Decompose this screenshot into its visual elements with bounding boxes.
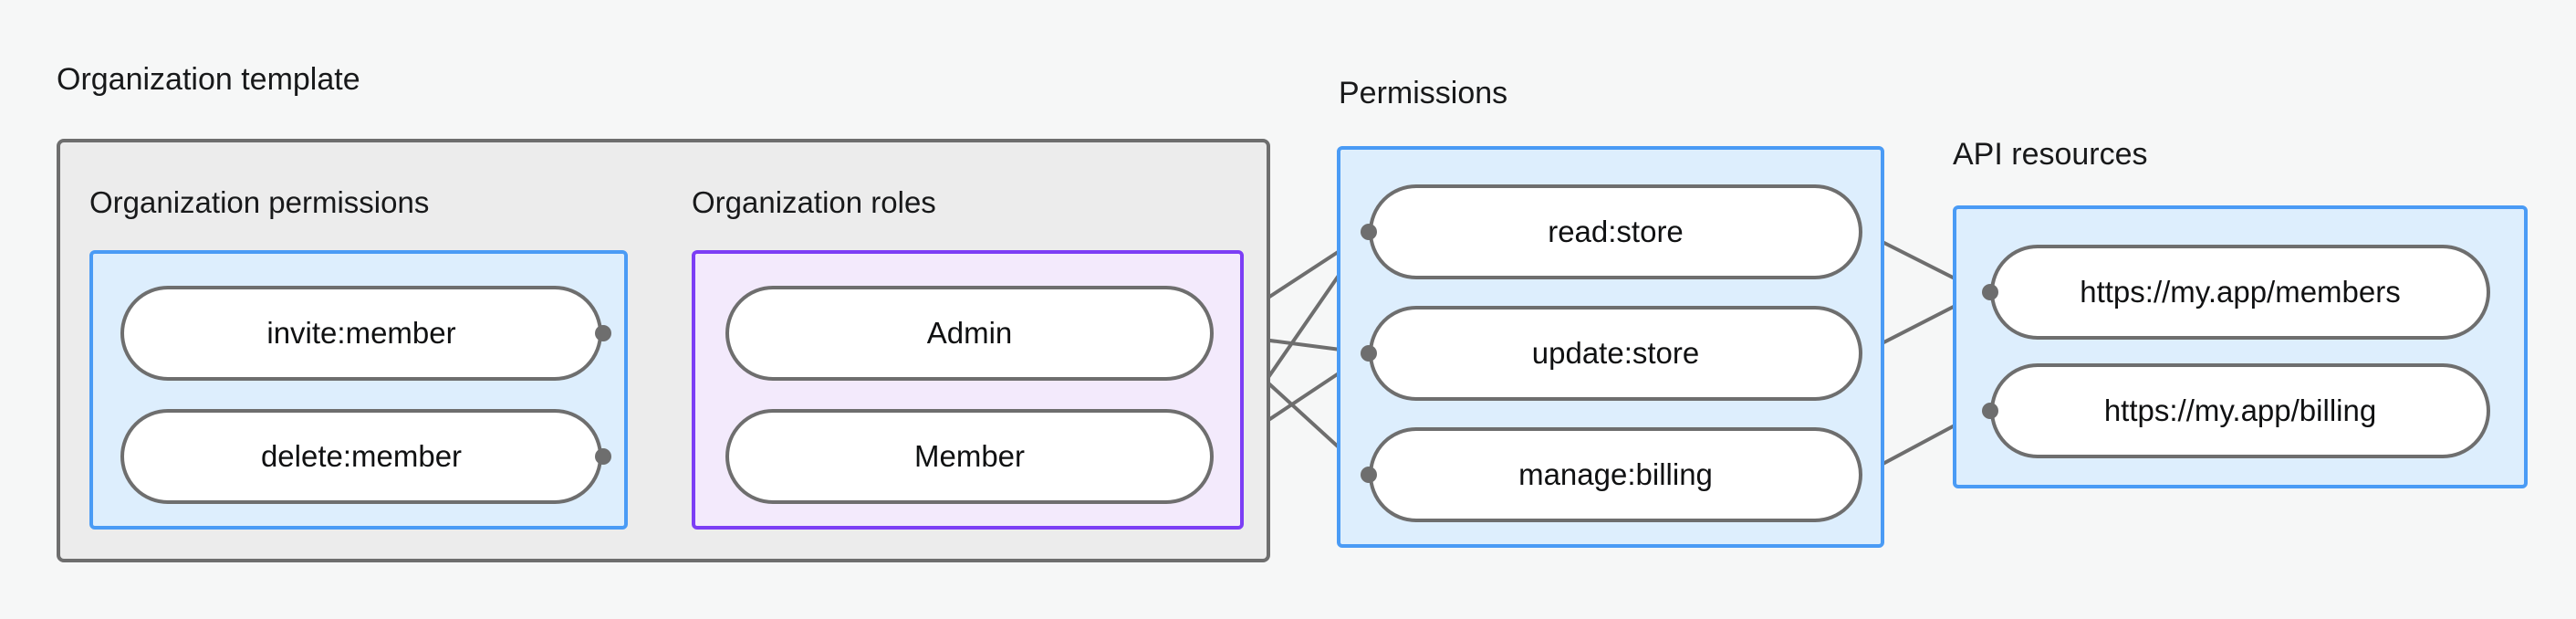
node-label-billing-endpoint: https://my.app/billing [2103, 393, 2377, 427]
node-label-member: Member [913, 439, 1026, 473]
port-invite-member-out [595, 325, 611, 341]
group-title-organization-roles: Organization roles [692, 185, 936, 219]
node-billing-endpoint[interactable]: https://my.app/billing [1990, 363, 2490, 458]
port-manage-billing-in [1361, 467, 1377, 483]
node-member[interactable]: Member [725, 409, 1214, 504]
node-admin[interactable]: Admin [725, 286, 1214, 381]
port-read-store-in [1361, 224, 1377, 240]
node-label-read-store: read:store [1548, 215, 1684, 248]
node-label-update-store: update:store [1531, 336, 1700, 370]
port-update-store-in [1361, 345, 1377, 362]
node-label-invite-member: invite:member [266, 316, 456, 350]
node-read-store[interactable]: read:store [1369, 184, 1862, 279]
group-title-permissions: Permissions [1339, 76, 1508, 110]
port-delete-member-out [595, 448, 611, 465]
node-label-delete-member: delete:member [260, 439, 463, 473]
node-delete-member[interactable]: delete:member [120, 409, 602, 504]
node-label-manage-billing: manage:billing [1518, 457, 1713, 491]
group-title-api-resources: API resources [1953, 137, 2148, 172]
group-title-organization-permissions: Organization permissions [89, 185, 430, 219]
node-members-endpoint[interactable]: https://my.app/members [1990, 245, 2490, 340]
node-update-store[interactable]: update:store [1369, 306, 1862, 401]
node-invite-member[interactable]: invite:member [120, 286, 602, 381]
node-label-members-endpoint: https://my.app/members [2080, 275, 2401, 309]
node-label-admin: Admin [926, 316, 1013, 350]
node-manage-billing[interactable]: manage:billing [1369, 427, 1862, 522]
port-billing-endpoint-in [1982, 403, 1998, 419]
port-members-endpoint-in [1982, 284, 1998, 300]
group-title-organization-template: Organization template [57, 62, 360, 97]
